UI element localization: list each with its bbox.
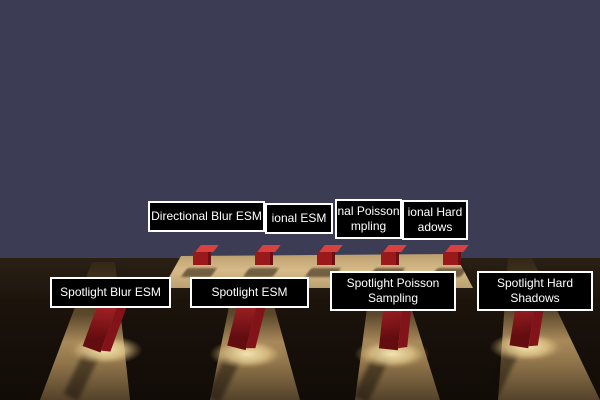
cube-top-face <box>383 245 407 252</box>
label-directional-poisson-sampling: nal Poisson mpling <box>335 199 402 239</box>
cube-front-face <box>317 252 335 265</box>
cube-shadow <box>180 268 218 277</box>
cube-front-face <box>193 252 211 265</box>
label-text: Sampling <box>367 291 419 305</box>
label-text: Shadows <box>510 291 560 305</box>
red-cube <box>316 245 343 267</box>
label-directional-hard-shadows: ional Hard adows <box>402 200 468 240</box>
label-spotlight-hard-shadows: Spotlight Hard Shadows <box>477 271 593 311</box>
cube-front-face <box>381 252 399 265</box>
label-text: Spotlight Hard <box>496 276 574 290</box>
label-text: Spotlight ESM <box>211 285 288 299</box>
red-cube <box>442 245 469 267</box>
label-spotlight-blur-esm: Spotlight Blur ESM <box>50 277 171 308</box>
label-text: Spotlight Poisson <box>346 276 440 290</box>
cube-top-face <box>257 245 281 252</box>
label-text: ional Hard <box>407 205 463 219</box>
label-text: mpling <box>350 219 387 233</box>
red-cube <box>192 245 219 267</box>
label-directional-blur-esm: Directional Blur ESM <box>148 201 265 232</box>
label-text: ional ESM <box>271 211 327 225</box>
red-cube <box>254 245 281 267</box>
red-cube <box>380 245 407 267</box>
label-text: Spotlight Blur ESM <box>60 285 161 299</box>
label-text: adows <box>417 220 453 234</box>
label-text: Directional Blur ESM <box>151 209 262 223</box>
cube-shadow <box>242 268 280 277</box>
label-directional-esm: ional ESM <box>265 203 333 234</box>
label-spotlight-esm: Spotlight ESM <box>190 277 309 308</box>
cube-front-face <box>443 252 461 265</box>
cube-top-face <box>445 245 469 252</box>
label-text: nal Poisson <box>337 204 400 218</box>
cube-top-face <box>195 245 219 252</box>
label-spotlight-poisson-sampling: Spotlight Poisson Sampling <box>330 271 456 311</box>
cube-front-face <box>255 252 273 265</box>
cube-top-face <box>319 245 343 252</box>
